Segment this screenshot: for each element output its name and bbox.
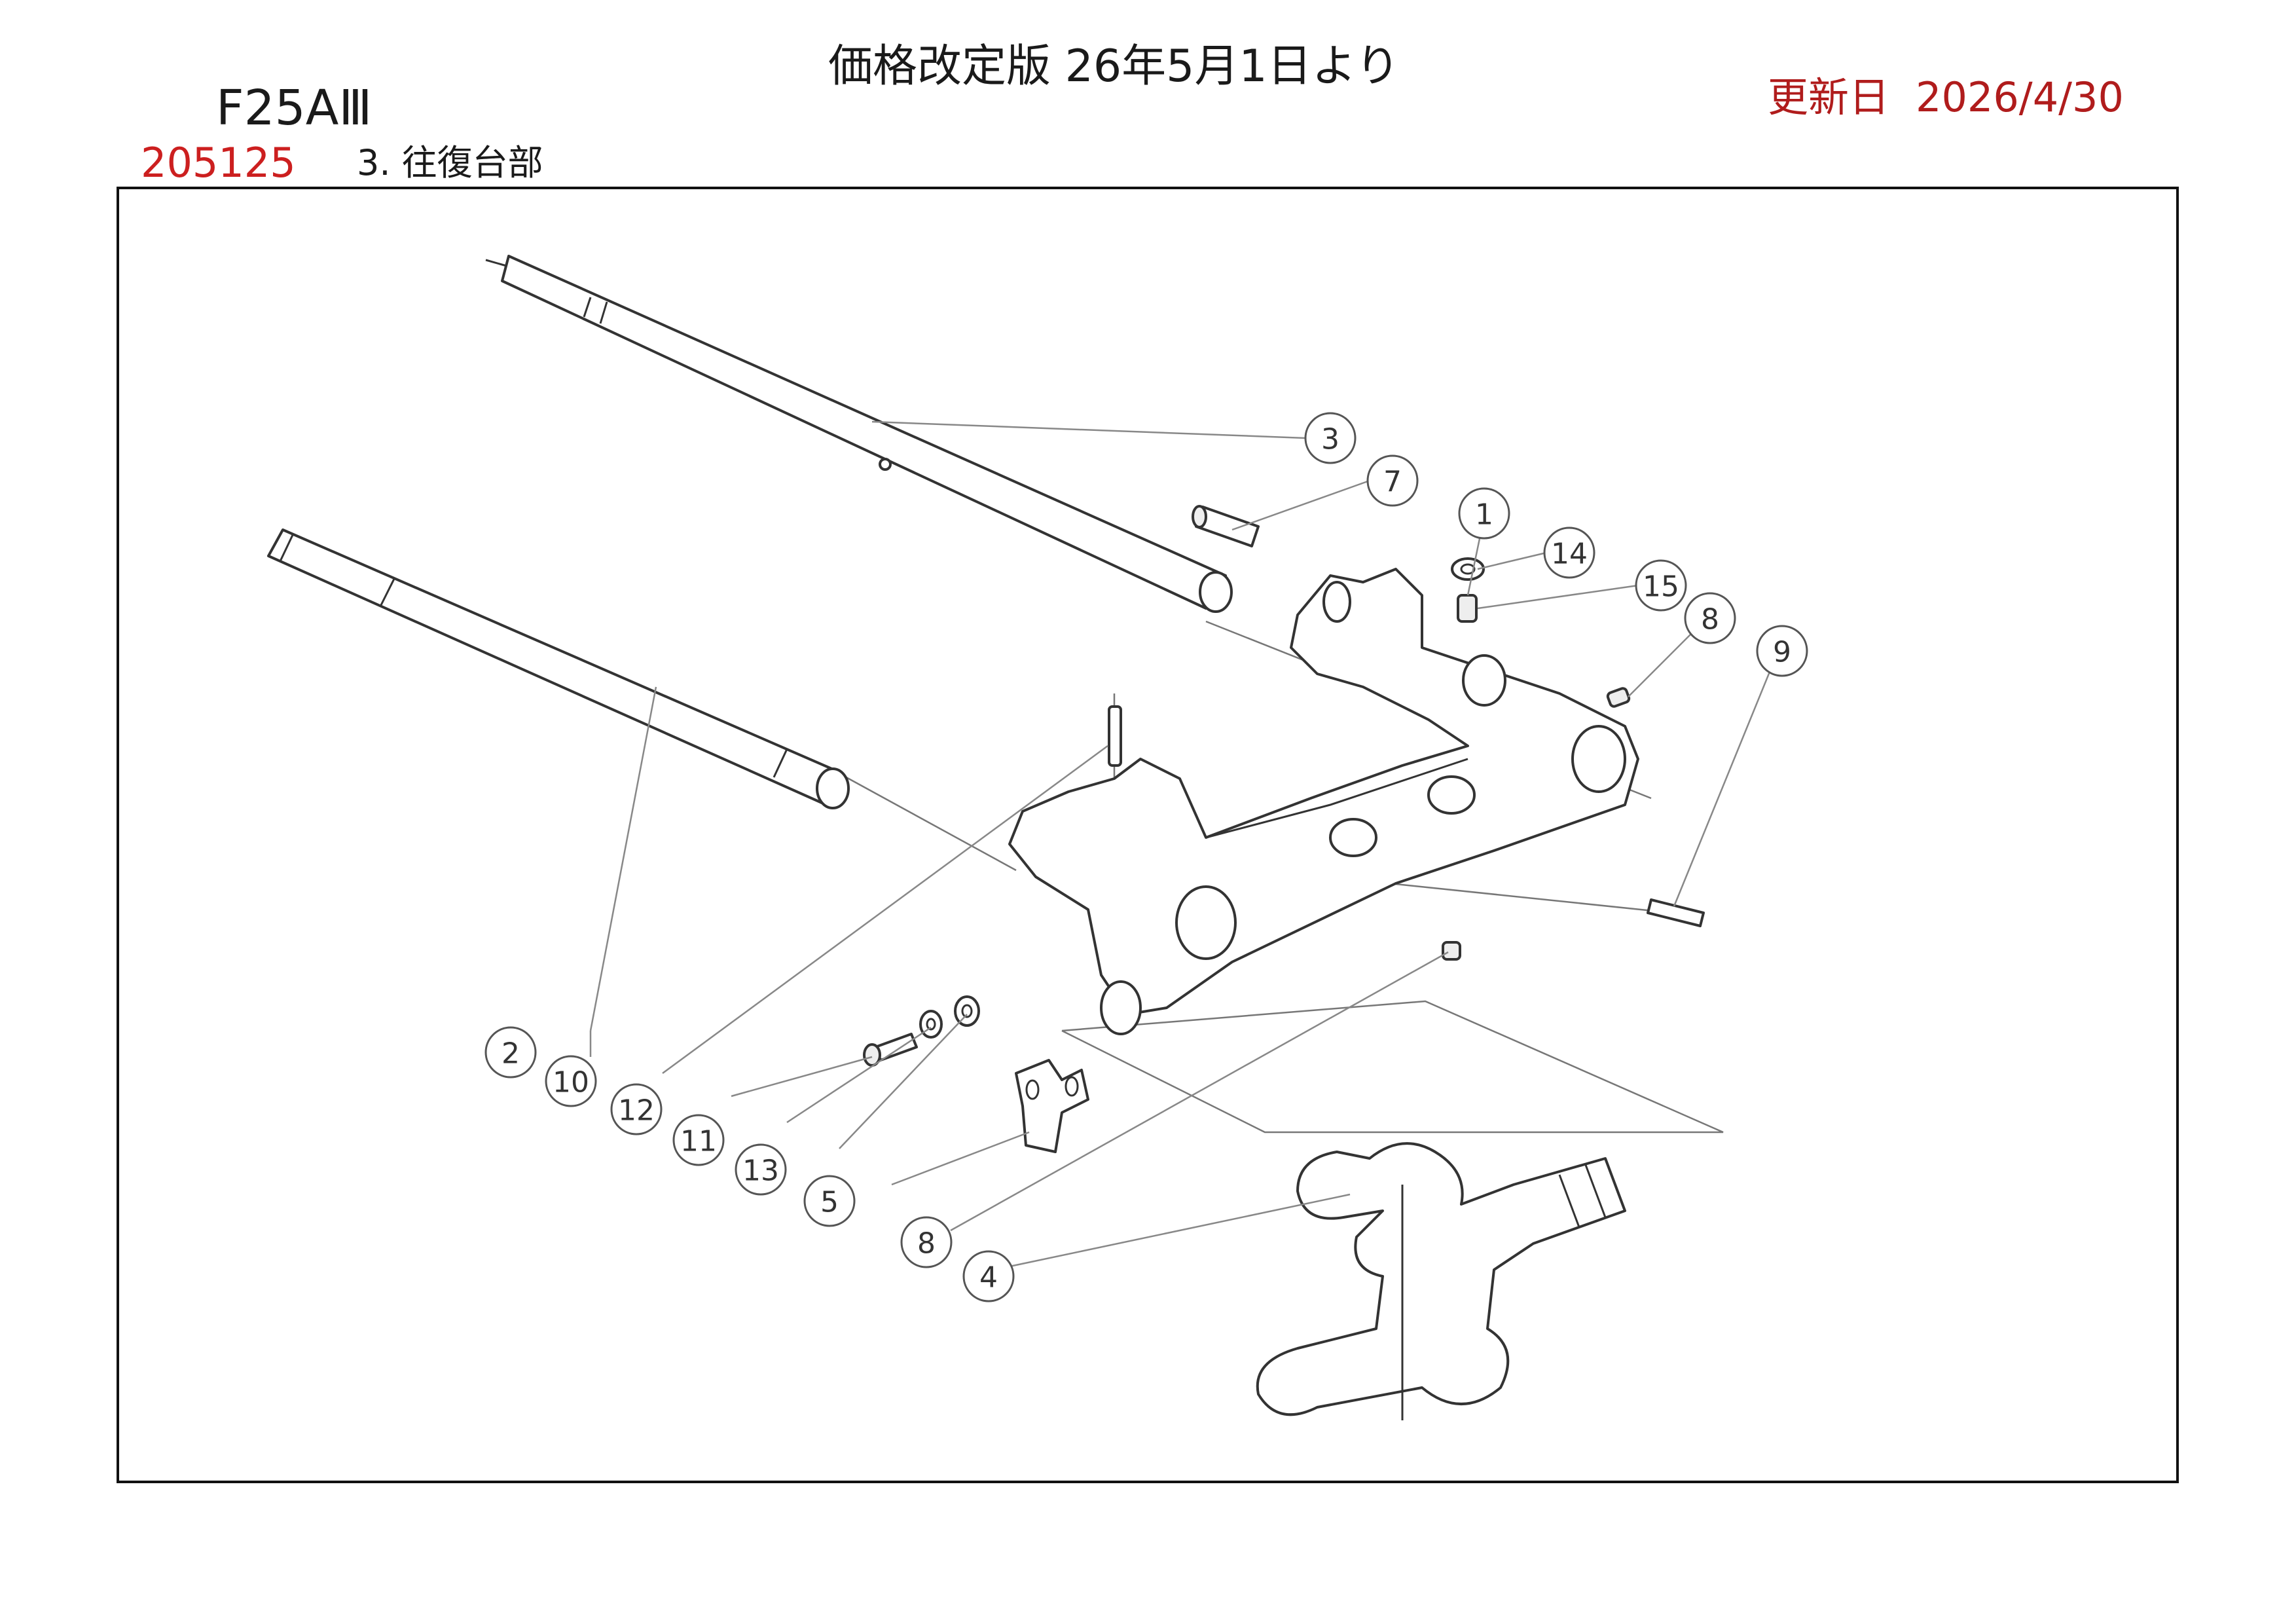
part-9-pin bbox=[1647, 898, 1705, 927]
callout-13: 13 bbox=[735, 1143, 787, 1196]
part-14-nut bbox=[1451, 557, 1485, 581]
callout-10: 10 bbox=[545, 1055, 597, 1107]
callout-8-upper: 8 bbox=[1684, 592, 1736, 644]
svg-text:9: 9 bbox=[1773, 636, 1791, 669]
svg-text:15: 15 bbox=[1643, 570, 1679, 604]
part-8-screw-lower bbox=[1442, 941, 1461, 961]
svg-text:14: 14 bbox=[1551, 538, 1588, 571]
svg-text:8: 8 bbox=[1701, 603, 1719, 637]
svg-text:4: 4 bbox=[979, 1261, 998, 1295]
callout-14: 14 bbox=[1543, 526, 1595, 579]
section-title: 3. 往復台部 bbox=[357, 142, 543, 183]
leader-lines bbox=[589, 420, 1777, 1268]
part-2-lower-shaft bbox=[267, 528, 850, 809]
updated-label: 更新日 bbox=[1768, 73, 1890, 121]
updated-value: 2026/4/30 bbox=[1916, 73, 2124, 121]
svg-text:10: 10 bbox=[553, 1066, 589, 1099]
callout-7: 7 bbox=[1366, 454, 1419, 507]
model-name: F25AⅢ bbox=[216, 80, 373, 136]
svg-text:13: 13 bbox=[742, 1154, 779, 1188]
part-11-lock-washer bbox=[919, 1010, 943, 1039]
svg-text:7: 7 bbox=[1383, 466, 1402, 499]
svg-text:11: 11 bbox=[680, 1125, 717, 1158]
callout-8-lower: 8 bbox=[900, 1216, 953, 1268]
callout-1: 1 bbox=[1458, 487, 1510, 540]
callout-5: 5 bbox=[803, 1175, 856, 1227]
exploded-parts-diagram: 3 7 1 14 15 8 9 2 10 12 11 13 5 8 4 bbox=[267, 255, 1808, 1420]
callout-12: 12 bbox=[610, 1083, 663, 1135]
callout-4: 4 bbox=[962, 1250, 1015, 1302]
part-4-lever bbox=[1256, 1142, 1626, 1420]
part-3-upper-shaft bbox=[485, 255, 1233, 613]
price-revision-notice: 価格改定版 26年5月1日より bbox=[828, 41, 1400, 92]
part-1-carriage-frame bbox=[1008, 568, 1639, 1035]
callout-3: 3 bbox=[1304, 412, 1357, 464]
svg-text:2: 2 bbox=[501, 1037, 520, 1071]
callout-15: 15 bbox=[1635, 559, 1687, 612]
svg-text:12: 12 bbox=[618, 1094, 655, 1128]
svg-text:5: 5 bbox=[820, 1186, 839, 1219]
callout-9: 9 bbox=[1756, 625, 1808, 677]
part-10-pin bbox=[1108, 705, 1122, 767]
callout-2: 2 bbox=[484, 1026, 537, 1079]
diagram-frame: 3 7 1 14 15 8 9 2 10 12 11 13 5 8 4 bbox=[117, 187, 2179, 1483]
part-code: 205125 bbox=[141, 139, 296, 187]
part-8-screw-upper bbox=[1606, 687, 1631, 708]
part-13-washer bbox=[954, 995, 980, 1027]
callout-11: 11 bbox=[672, 1114, 725, 1166]
part-5-bracket bbox=[1015, 1059, 1089, 1153]
svg-text:1: 1 bbox=[1475, 498, 1493, 532]
svg-text:3: 3 bbox=[1321, 423, 1339, 456]
part-12-bolt bbox=[863, 1033, 918, 1067]
part-15-set-screw bbox=[1457, 594, 1478, 623]
part-7-pin bbox=[1192, 505, 1260, 547]
svg-text:8: 8 bbox=[917, 1227, 936, 1261]
